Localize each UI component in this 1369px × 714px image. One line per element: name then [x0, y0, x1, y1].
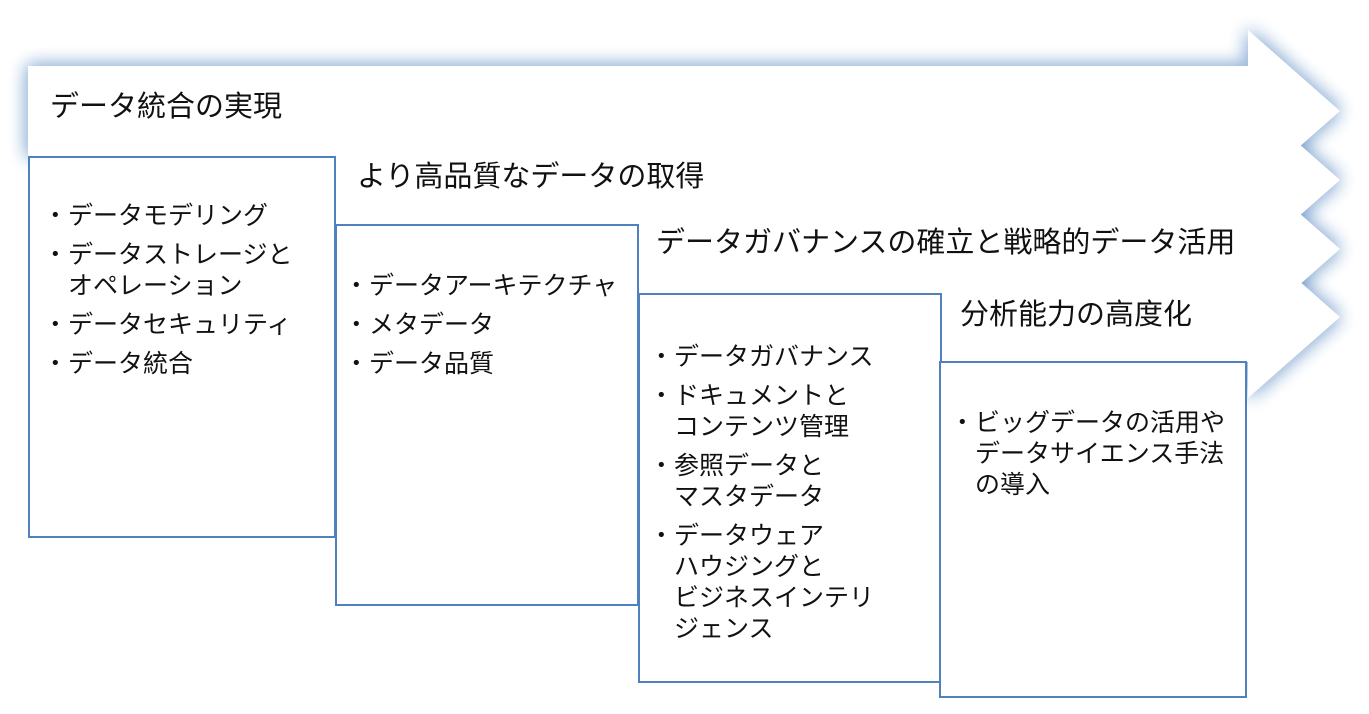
stage-2-title: より高品質なデータの取得: [357, 159, 705, 193]
list-item: データモデリング: [48, 200, 334, 231]
stage-1-box: データモデリング データストレージと オペレーション データセキュリティ データ…: [28, 156, 336, 538]
stage-1-list: データモデリング データストレージと オペレーション データセキュリティ データ…: [30, 158, 334, 379]
stage-3-list: データガバナンス ドキュメントと コンテンツ管理 参照データと マスタデータ デ…: [640, 295, 940, 644]
list-item: データセキュリティ: [48, 309, 334, 340]
list-item: データ統合: [48, 348, 334, 379]
list-item: ドキュメントと コンテンツ管理: [654, 380, 940, 442]
list-item: データウェア ハウジングと ビジネスインテリ ジェンス: [654, 520, 940, 644]
stage-2-box: データアーキテクチャ メタデータ データ品質: [335, 224, 639, 606]
list-item: データ品質: [349, 348, 637, 379]
arrow-band-layer: [28, 30, 1340, 398]
stage-2-list: データアーキテクチャ メタデータ データ品質: [337, 226, 637, 379]
stage-4-box: ビッグデータの活用や データサイエンス手法 の導入: [939, 361, 1247, 698]
stage-3-box: データガバナンス ドキュメントと コンテンツ管理 参照データと マスタデータ デ…: [638, 293, 942, 683]
list-item: データアーキテクチャ: [349, 270, 637, 301]
list-item: データストレージと オペレーション: [48, 239, 334, 301]
arrow-band-4: [939, 236, 1340, 398]
stage-4-list: ビッグデータの活用や データサイエンス手法 の導入: [941, 363, 1245, 500]
list-item: データガバナンス: [654, 341, 940, 372]
list-item: メタデータ: [349, 309, 637, 340]
stage-1-title: データ統合の実現: [50, 89, 283, 123]
stage-3-title: データガバナンスの確立と戦略的データ活用: [656, 225, 1236, 259]
stage-4-title: 分析能力の高度化: [960, 297, 1193, 331]
list-item: ビッグデータの活用や データサイエンス手法 の導入: [955, 407, 1245, 500]
list-item: 参照データと マスタデータ: [654, 450, 940, 512]
